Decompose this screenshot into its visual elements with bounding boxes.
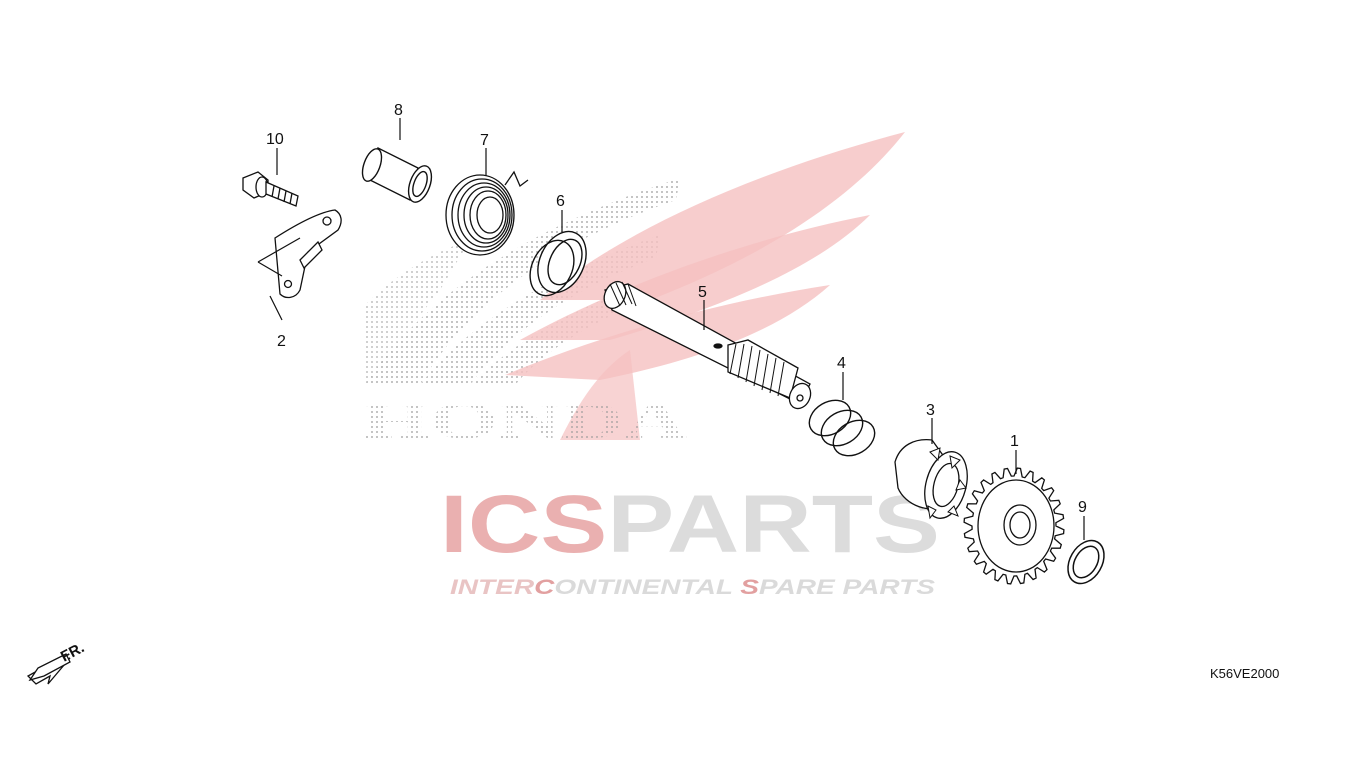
part-spindle[interactable] [600, 278, 815, 412]
callout-4[interactable]: 4 [837, 355, 846, 372]
diagram-code: K56VE2000 [1210, 666, 1280, 681]
tagline-seg4: S [740, 576, 759, 599]
callout-7[interactable]: 7 [480, 132, 489, 149]
callout-5[interactable]: 5 [698, 284, 707, 301]
callout-10[interactable]: 10 [266, 131, 284, 148]
front-direction-arrow: FR. [26, 639, 87, 685]
part-stopper-plate[interactable] [274, 209, 342, 299]
part-ratchet-spring[interactable] [803, 393, 881, 463]
part-ratchet[interactable] [894, 439, 974, 523]
callout-8[interactable]: 8 [394, 102, 403, 119]
callout-6[interactable]: 6 [556, 193, 565, 210]
tagline-seg2: C [534, 576, 555, 599]
brand-parts-text: PARTS [607, 479, 940, 570]
callout-1[interactable]: 1 [1010, 433, 1019, 450]
honda-watermark-text: HONDA [362, 393, 688, 450]
callout-3[interactable]: 3 [926, 402, 935, 419]
honda-wing-watermark [365, 132, 905, 440]
brand-ics-text: ICS [440, 479, 607, 570]
tagline-seg1: INTER [450, 576, 535, 599]
part-spring-collar[interactable] [359, 146, 436, 205]
part-thrust-washer[interactable] [1061, 534, 1112, 590]
tagline-seg5: PARE PARTS [759, 576, 935, 599]
part-oil-seal[interactable] [522, 224, 596, 303]
part-driven-gear[interactable] [963, 467, 1065, 585]
tagline-seg3: ONTINENTAL [554, 576, 740, 599]
leader-line-2 [257, 261, 283, 321]
callout-2[interactable]: 2 [277, 333, 286, 350]
callout-9[interactable]: 9 [1078, 499, 1087, 516]
part-flange-bolt[interactable] [242, 171, 299, 207]
part-return-spring[interactable] [445, 170, 529, 256]
